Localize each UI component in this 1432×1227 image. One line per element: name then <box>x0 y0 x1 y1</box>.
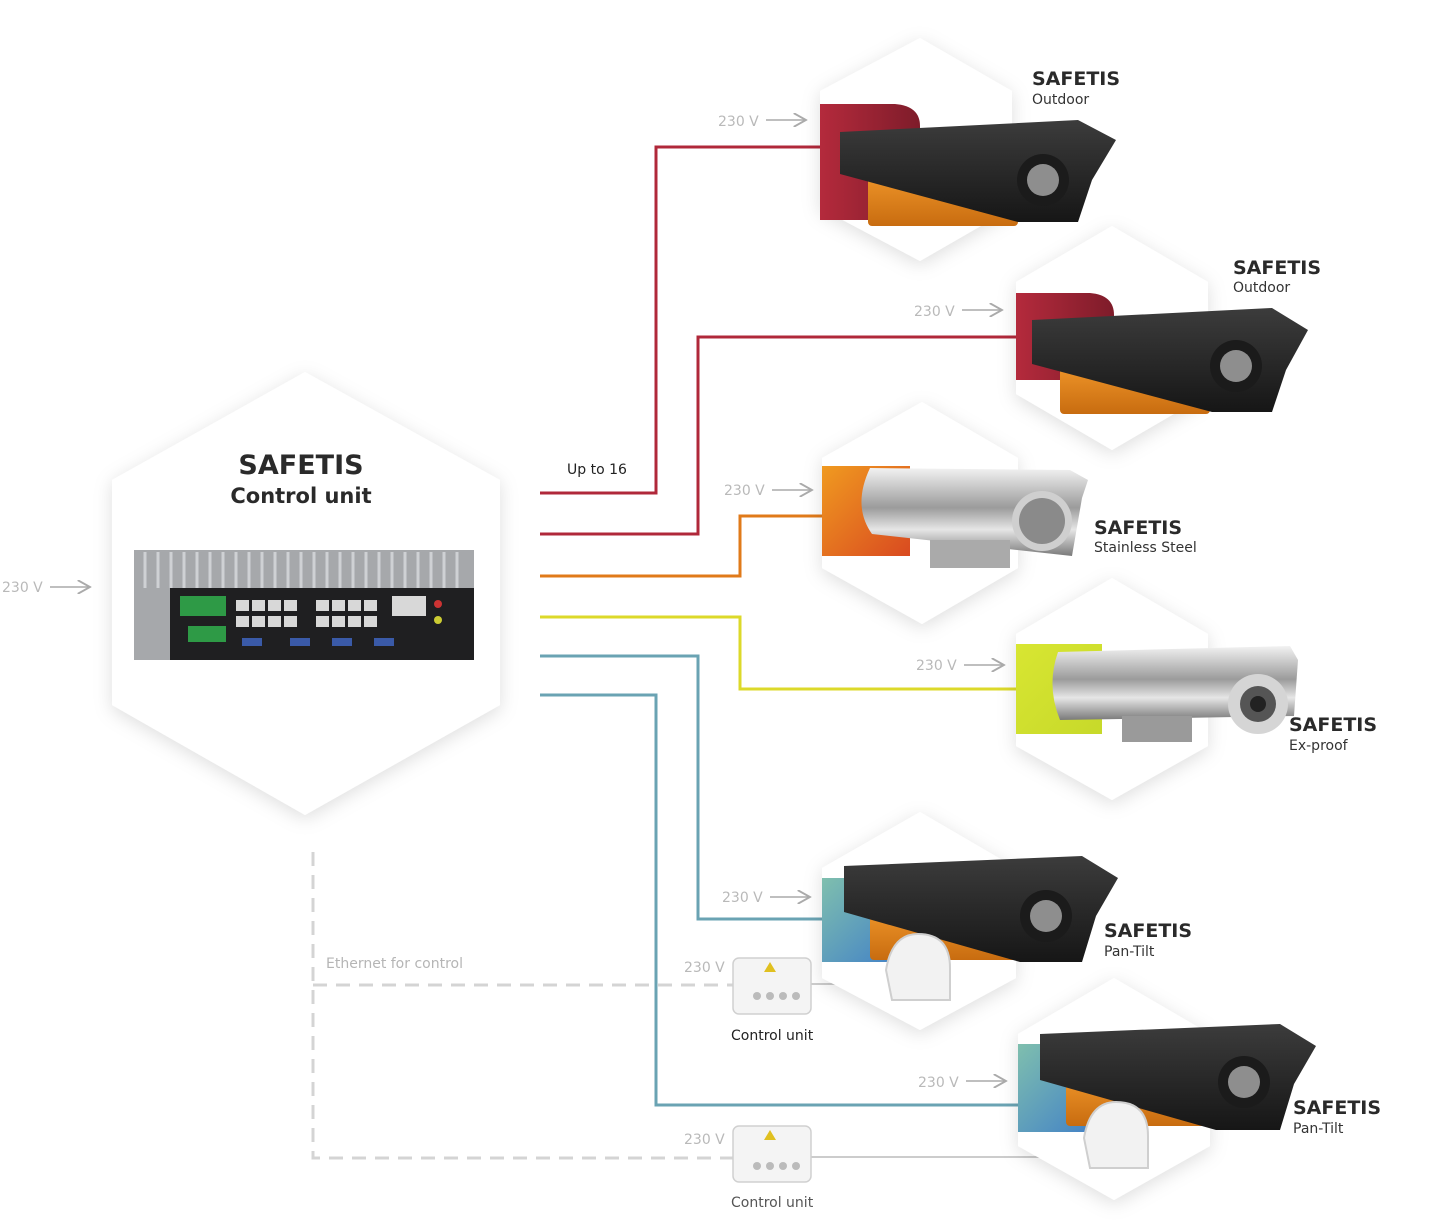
camera-power-label: 230 V <box>724 483 765 499</box>
camera-subtitle: Stainless Steel <box>1094 540 1197 556</box>
camera-title: SAFETIS <box>1289 714 1377 736</box>
camera-power-label: 230 V <box>918 1075 959 1091</box>
connection-count-label: Up to 16 <box>567 462 627 478</box>
control-unit-panel: SAFETIS Control unit <box>112 372 500 815</box>
camera-subtitle: Outdoor <box>1233 280 1290 296</box>
camera-stainless-steel: SAFETIS Stainless Steel 230 V <box>724 402 1197 624</box>
camera-power-label: 230 V <box>722 890 763 906</box>
outdoor-camera-image-2 <box>1032 308 1308 414</box>
pan-tilt-camera-image-2 <box>1040 1024 1316 1169</box>
pan-tilt-control-unit-1: 230 V Control unit <box>684 957 814 1044</box>
ethernet-label: Ethernet for control <box>326 956 463 972</box>
camera-title: SAFETIS <box>1104 920 1192 942</box>
outdoor-camera-image-1 <box>840 120 1116 226</box>
pt-control-power-label: 230 V <box>684 960 725 976</box>
pt-control-label: Control unit <box>731 1028 814 1044</box>
line-stainless-steel <box>540 514 824 578</box>
control-box-image-2 <box>732 1125 812 1183</box>
camera-title: SAFETIS <box>1233 257 1321 279</box>
pt-control-power-label: 230 V <box>684 1132 725 1148</box>
camera-title: SAFETIS <box>1032 68 1120 90</box>
camera-power-label: 230 V <box>916 658 957 674</box>
control-unit-power-label: 230 V <box>2 580 43 596</box>
line-pan-tilt-2 <box>540 693 1020 1107</box>
connection-lines <box>540 145 1020 1107</box>
stainless-steel-camera-image <box>861 468 1088 568</box>
camera-subtitle: Ex-proof <box>1289 738 1349 754</box>
camera-outdoor-1: SAFETIS Outdoor 230 V <box>718 38 1120 261</box>
line-outdoor-2 <box>540 335 1018 536</box>
control-unit-hardware-image <box>134 550 474 660</box>
ex-proof-camera-image <box>1052 646 1298 742</box>
line-pan-tilt-1 <box>540 654 822 921</box>
control-unit-subtitle: Control unit <box>230 484 371 508</box>
camera-subtitle: Pan-Tilt <box>1104 944 1155 960</box>
ethernet-lines <box>311 852 735 1160</box>
camera-outdoor-2: SAFETIS Outdoor 230 V <box>914 226 1321 450</box>
camera-power-label: 230 V <box>914 304 955 320</box>
pt-control-label: Control unit <box>731 1195 814 1211</box>
camera-ex-proof: SAFETIS Ex-proof 230 V <box>916 578 1377 800</box>
camera-subtitle: Outdoor <box>1032 92 1089 108</box>
camera-subtitle: Pan-Tilt <box>1293 1121 1344 1137</box>
camera-pan-tilt-2: SAFETIS Pan-Tilt 230 V <box>918 978 1381 1200</box>
camera-title: SAFETIS <box>1293 1097 1381 1119</box>
control-unit-title: SAFETIS <box>238 450 363 481</box>
camera-power-label: 230 V <box>718 114 759 130</box>
pan-tilt-control-unit-2: 230 V Control unit <box>684 1125 814 1211</box>
control-box-image-1 <box>732 957 812 1015</box>
line-ex-proof <box>540 615 1018 691</box>
camera-pan-tilt-1: SAFETIS Pan-Tilt 230 V <box>722 812 1192 1030</box>
pan-tilt-camera-image-1 <box>844 856 1118 1001</box>
control-unit-power-input: 230 V <box>2 580 90 596</box>
line-outdoor-1 <box>540 145 820 495</box>
camera-title: SAFETIS <box>1094 517 1182 539</box>
